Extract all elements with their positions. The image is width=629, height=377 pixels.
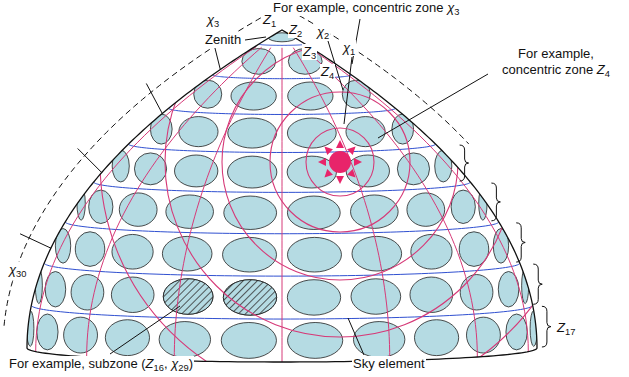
dashed-arc: [4, 6, 469, 326]
band-brace: [533, 264, 542, 304]
meridian-line: [87, 47, 262, 357]
band-line: [259, 44, 305, 45]
sky-element: [228, 156, 277, 188]
sky-element: [346, 117, 385, 147]
sky-element: [194, 80, 222, 108]
sky-element: [71, 275, 104, 310]
sky-element: [407, 193, 445, 226]
sky-element: [112, 234, 153, 269]
meridian-line: [293, 48, 390, 361]
zone-symbol: Z17: [556, 320, 576, 336]
callout-note: For example, concentric zone χ3: [272, 0, 460, 16]
sky-element: [105, 320, 149, 356]
sky-element: [460, 275, 493, 310]
sky-element: [223, 237, 277, 272]
sky-element: [287, 280, 340, 315]
sky-element: [163, 279, 213, 314]
zone-symbol: Z2: [288, 22, 303, 38]
sky-element: [287, 237, 341, 272]
meridian-line: [36, 47, 257, 352]
sky-element: [288, 322, 343, 358]
zone-symbol: χ3: [206, 12, 220, 28]
zenith-label: Zenith: [204, 32, 242, 48]
sky-element: [228, 118, 277, 148]
leader-line: [344, 57, 352, 124]
sky-element: [352, 236, 402, 271]
band-brace: [460, 145, 469, 181]
sky-element: [175, 155, 218, 187]
sky-element: [466, 317, 500, 353]
sky-element: [414, 320, 458, 356]
sky-element: [112, 150, 129, 182]
azimuth-tick: [78, 148, 102, 172]
band-brace: [516, 223, 525, 262]
sky-element: [435, 150, 452, 182]
meridian-line: [174, 48, 271, 361]
callout-note: For example, concentric zone Z4: [490, 46, 622, 78]
sky-element: [287, 196, 340, 229]
dome-ground: [27, 30, 537, 362]
concentric-circle: [306, 128, 374, 196]
sky-element: [150, 114, 172, 144]
sky-element: [224, 196, 277, 229]
callout-note: Sky element: [352, 356, 426, 372]
zone-symbol: χ2: [316, 24, 330, 40]
sky-element: [37, 314, 58, 350]
leader-line: [110, 306, 180, 354]
sky-element: [119, 193, 157, 226]
sun-ray: [318, 158, 326, 166]
band-brace: [491, 183, 500, 221]
leader-line: [245, 37, 266, 40]
sky-element: [351, 279, 401, 314]
subzone-hatch: [163, 279, 213, 314]
sun-ray: [324, 169, 332, 177]
zone-symbol: Z1: [262, 12, 277, 28]
subzone-hatch: [223, 280, 276, 315]
meridian-line: [282, 48, 283, 362]
sky-element: [221, 322, 276, 358]
sky-element: [223, 280, 276, 315]
leader-line: [378, 74, 488, 138]
zone-symbol: χ1: [342, 40, 356, 56]
sky-element: [159, 322, 210, 358]
azimuth-tick: [20, 234, 51, 248]
dome-outline: [27, 30, 537, 362]
sky-element: [162, 236, 212, 271]
band-brace: [542, 306, 551, 347]
callout-note: For example, subzone (Z16, χ29): [8, 356, 194, 372]
sky-element: [64, 317, 98, 353]
sun-ray: [324, 146, 332, 154]
zone-symbol: χ30: [8, 262, 28, 278]
azimuth-tick: [146, 83, 162, 113]
sun-ray: [347, 169, 355, 177]
concentric-circle: [165, 0, 515, 337]
sun-ray: [347, 146, 355, 154]
concentric-circle: [270, 92, 410, 232]
sun-ray: [354, 158, 362, 166]
leader-line: [348, 318, 364, 355]
sky-element: [179, 117, 218, 147]
zone-symbol: Z4: [320, 64, 335, 80]
sky-element: [166, 195, 214, 228]
sun-ray: [336, 140, 344, 148]
zone-symbol: Z3: [302, 44, 317, 60]
sky-element: [410, 277, 453, 312]
sun-ray: [336, 176, 344, 184]
sky-element: [75, 232, 104, 267]
sun: [329, 151, 351, 173]
